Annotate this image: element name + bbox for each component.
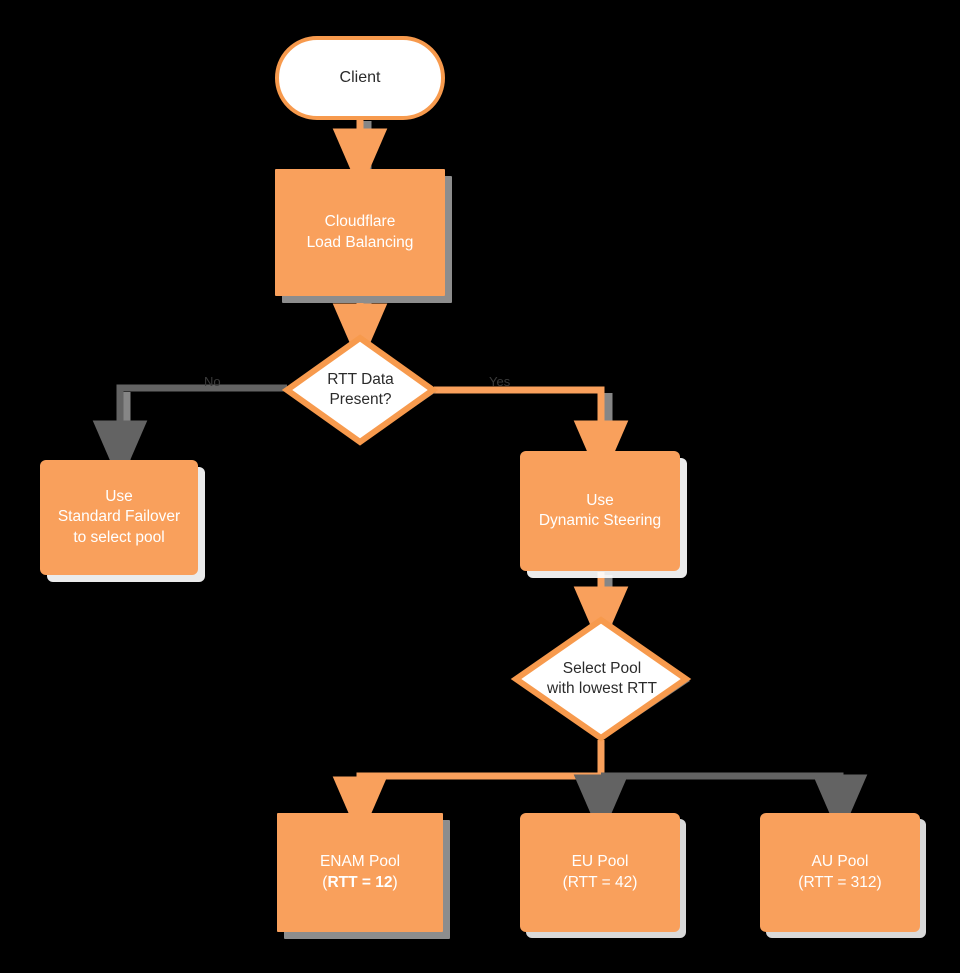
node-client[interactable]: Client (275, 36, 445, 120)
node-au-pool-rtt: (RTT = 312) (798, 873, 882, 891)
node-enam-pool-name: ENAM Pool (319, 853, 401, 871)
node-cloudflare-load-balancing[interactable]: Cloudflare Load Balancing (275, 169, 445, 296)
enam-paren-close: ) (392, 873, 398, 891)
node-select-pool-label-line2: with lowest RTT (547, 680, 657, 697)
node-lb-label-line1: Cloudflare (324, 213, 396, 231)
node-failover-label-line3: to select pool (73, 528, 165, 546)
node-failover-label-line1: Use (105, 487, 133, 505)
node-lb-label-line2: Load Balancing (306, 233, 414, 251)
enam-rtt-value: RTT = 12 (327, 873, 393, 891)
node-enam-pool-rtt: (RTT = 12) (320, 873, 400, 893)
edge-label-yes: Yes (489, 374, 511, 389)
node-rtt-label-line1: RTT Data (327, 370, 394, 388)
node-dynamic-label-line2: Dynamic Steering (538, 512, 662, 529)
node-eu-pool[interactable]: EU Pool (RTT = 42) (520, 813, 680, 932)
node-select-pool-label: Select Pool with lowest RTT (512, 616, 698, 742)
edge-label-no: No (204, 374, 221, 389)
node-au-pool[interactable]: AU Pool (RTT = 312) (760, 813, 920, 932)
node-client-label: Client (339, 69, 381, 87)
node-enam-pool[interactable]: ENAM Pool (RTT = 12) (277, 813, 443, 932)
node-eu-pool-rtt: (RTT = 42) (562, 873, 638, 891)
enam-paren-open: ( (322, 873, 328, 891)
node-standard-failover[interactable]: Use Standard Failover to select pool (40, 460, 198, 575)
node-dynamic-label-line1: Use (586, 491, 614, 509)
node-au-pool-name: AU Pool (811, 853, 869, 871)
node-select-pool-label-line1: Select Pool (562, 659, 642, 677)
node-dynamic-steering[interactable]: Use Dynamic Steering (520, 451, 680, 571)
node-rtt-label-line2: Present? (329, 391, 392, 408)
node-rtt-data-present[interactable]: RTT Data Present? (281, 334, 439, 446)
node-failover-label-line2: Standard Failover (57, 508, 181, 526)
node-rtt-data-present-label: RTT Data Present? (283, 335, 438, 445)
node-eu-pool-name: EU Pool (571, 853, 629, 871)
node-select-pool-lowest-rtt[interactable]: Select Pool with lowest RTT (510, 616, 692, 742)
